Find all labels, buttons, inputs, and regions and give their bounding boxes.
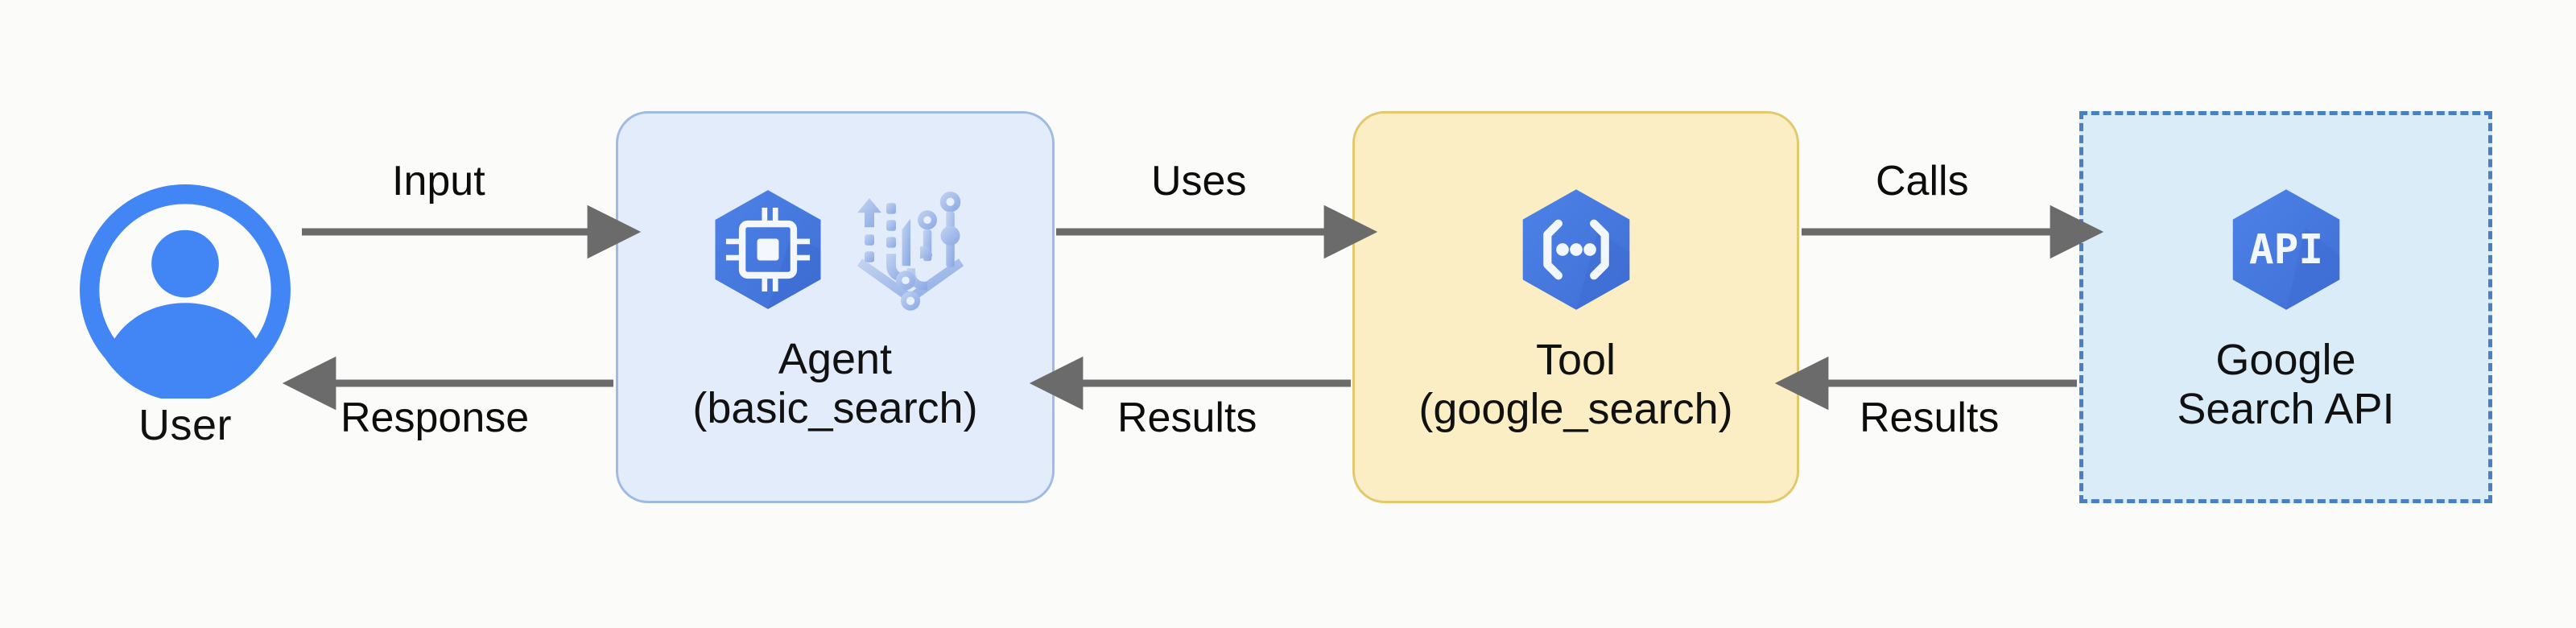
edge-label-results-tool: Results: [1117, 395, 1257, 441]
code-brackets-hexagon-icon: [1522, 189, 1629, 310]
api-hexagon-icon: API: [2232, 189, 2339, 310]
edge-label-input: Input: [392, 158, 485, 205]
cpu-chip-hexagon-icon: [714, 190, 821, 309]
api-icon-group: API: [2218, 181, 2355, 318]
edge-label-results-api: Results: [1860, 395, 2000, 441]
api-hexagon-text: API: [2248, 226, 2322, 274]
edge-label-calls: Calls: [1876, 158, 1969, 205]
agent-icon-group: [700, 182, 971, 317]
node-tool[interactable]: Tool (google_search): [1352, 111, 1799, 503]
agent-label: Agent (basic_search): [692, 335, 978, 432]
node-agent[interactable]: Agent (basic_search): [616, 111, 1055, 503]
node-user[interactable]: User: [76, 181, 310, 449]
node-google-search-api[interactable]: API Google Search API: [2079, 111, 2492, 503]
tool-icon-group: [1508, 181, 1645, 318]
workflow-pipeline-icon: [857, 192, 964, 311]
tool-label: Tool (google_search): [1418, 336, 1733, 433]
user-avatar-icon: [80, 184, 291, 399]
edge-label-response: Response: [341, 395, 530, 441]
edge-label-uses: Uses: [1151, 158, 1247, 205]
api-label: Google Search API: [2177, 336, 2395, 433]
user-label: User: [138, 401, 232, 449]
